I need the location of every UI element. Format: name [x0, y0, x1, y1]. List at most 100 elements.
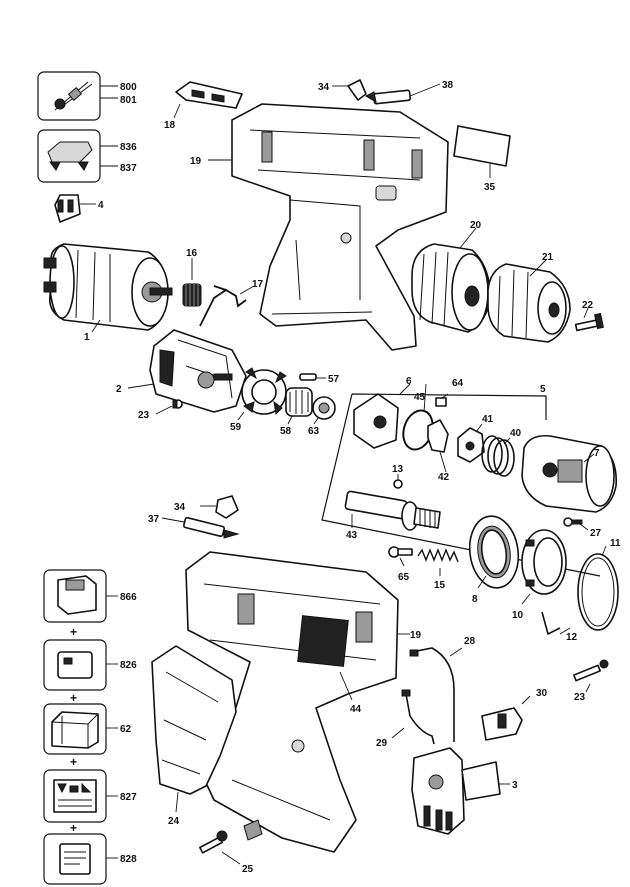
label-20: 20	[470, 220, 482, 231]
label-836: 836	[120, 142, 137, 153]
label-box-826	[43, 639, 118, 691]
label-30: 30	[536, 688, 548, 699]
label-35: 35	[484, 182, 496, 193]
gearbox-housing-2	[127, 329, 247, 413]
label-827: 827	[120, 792, 137, 803]
label-22: 22	[582, 300, 594, 311]
planet-carrier-58	[285, 387, 313, 425]
label-box-827	[43, 769, 118, 823]
pin-65	[388, 546, 413, 558]
ring-gear-59	[237, 367, 287, 421]
plus-sign-4: +	[70, 821, 77, 835]
clutch-part-6	[353, 393, 399, 449]
charger-box-62	[43, 703, 118, 755]
label-4: 4	[98, 200, 104, 211]
label-37: 37	[148, 514, 160, 525]
label-801: 801	[120, 95, 137, 106]
label-34-top: 34	[318, 82, 330, 93]
label-5: 5	[540, 384, 546, 395]
adjusting-ring-8	[468, 515, 520, 589]
label-11: 11	[610, 538, 621, 549]
label-34-middle: 34	[174, 502, 186, 513]
label-1: 1	[84, 332, 90, 343]
label-826: 826	[120, 660, 137, 671]
housing-half-19-top	[208, 103, 449, 351]
label-57: 57	[328, 374, 340, 385]
label-59: 59	[230, 422, 242, 433]
label-8: 8	[472, 594, 478, 605]
label-19-bottom: 19	[410, 630, 422, 641]
label-42: 42	[438, 472, 450, 483]
label-800: 800	[120, 82, 137, 93]
label-10: 10	[512, 610, 524, 621]
screw-27	[563, 517, 583, 527]
label-828: 828	[120, 854, 137, 865]
label-16: 16	[186, 248, 198, 259]
label-28: 28	[464, 636, 476, 647]
label-12: 12	[566, 632, 578, 643]
label-24: 24	[168, 816, 180, 827]
label-58: 58	[280, 426, 292, 437]
spring-ring-11	[577, 553, 619, 631]
pin-57	[299, 373, 326, 381]
block-64	[435, 397, 447, 407]
label-45: 45	[414, 392, 426, 403]
label-41: 41	[482, 414, 494, 425]
spring-15	[417, 548, 459, 563]
spring-40	[481, 435, 515, 477]
label-44: 44	[350, 704, 362, 715]
label-38: 38	[442, 80, 454, 91]
label-15: 15	[434, 580, 446, 591]
housing-half-19-bottom	[185, 551, 410, 853]
label-64: 64	[452, 378, 464, 389]
chuck-21	[487, 259, 571, 343]
chuck-sleeve-20	[411, 227, 491, 333]
label-3: 3	[512, 780, 518, 791]
battery-box-866	[43, 569, 118, 623]
label-29: 29	[376, 738, 388, 749]
plus-sign-1: +	[70, 625, 77, 639]
brush-holder-4	[54, 194, 96, 223]
label-7: 7	[594, 448, 600, 459]
switch-slider-18	[173, 81, 243, 119]
clutch-housing-7	[521, 434, 618, 513]
label-13: 13	[392, 464, 404, 475]
accessory-box-800	[37, 71, 118, 121]
label-19-top: 19	[190, 156, 202, 167]
label-21: 21	[542, 252, 554, 263]
part-41	[457, 427, 485, 463]
switch-3	[411, 747, 510, 835]
wire-28	[409, 647, 463, 742]
screw-22	[574, 307, 604, 332]
accessory-box-836	[37, 129, 118, 183]
label-23-right: 23	[574, 692, 586, 703]
screw-25	[199, 830, 241, 865]
label-27: 27	[590, 528, 602, 539]
screw-23-left	[155, 399, 183, 415]
clip-34-middle	[200, 495, 239, 519]
label-25: 25	[242, 864, 254, 875]
label-23-left: 23	[138, 410, 150, 421]
label-17: 17	[252, 279, 264, 290]
label-63: 63	[308, 426, 320, 437]
motor-1	[43, 243, 173, 333]
label-65: 65	[398, 572, 410, 583]
handle-grip-24	[151, 645, 237, 813]
label-866: 866	[120, 592, 137, 603]
bit-38	[364, 83, 441, 105]
label-6: 6	[406, 376, 412, 387]
label-40: 40	[510, 428, 522, 439]
ball-13	[393, 474, 403, 489]
part-42	[427, 419, 449, 453]
sun-gear-63	[312, 396, 336, 425]
leaders-clutch	[351, 383, 607, 635]
collar-10	[521, 529, 567, 595]
label-18: 18	[164, 120, 176, 131]
label-plate-35	[453, 125, 511, 178]
wire-clip-12	[541, 611, 561, 636]
switch-button-30	[481, 695, 531, 741]
bit-37	[161, 516, 240, 539]
spring-clip-17	[199, 285, 255, 327]
